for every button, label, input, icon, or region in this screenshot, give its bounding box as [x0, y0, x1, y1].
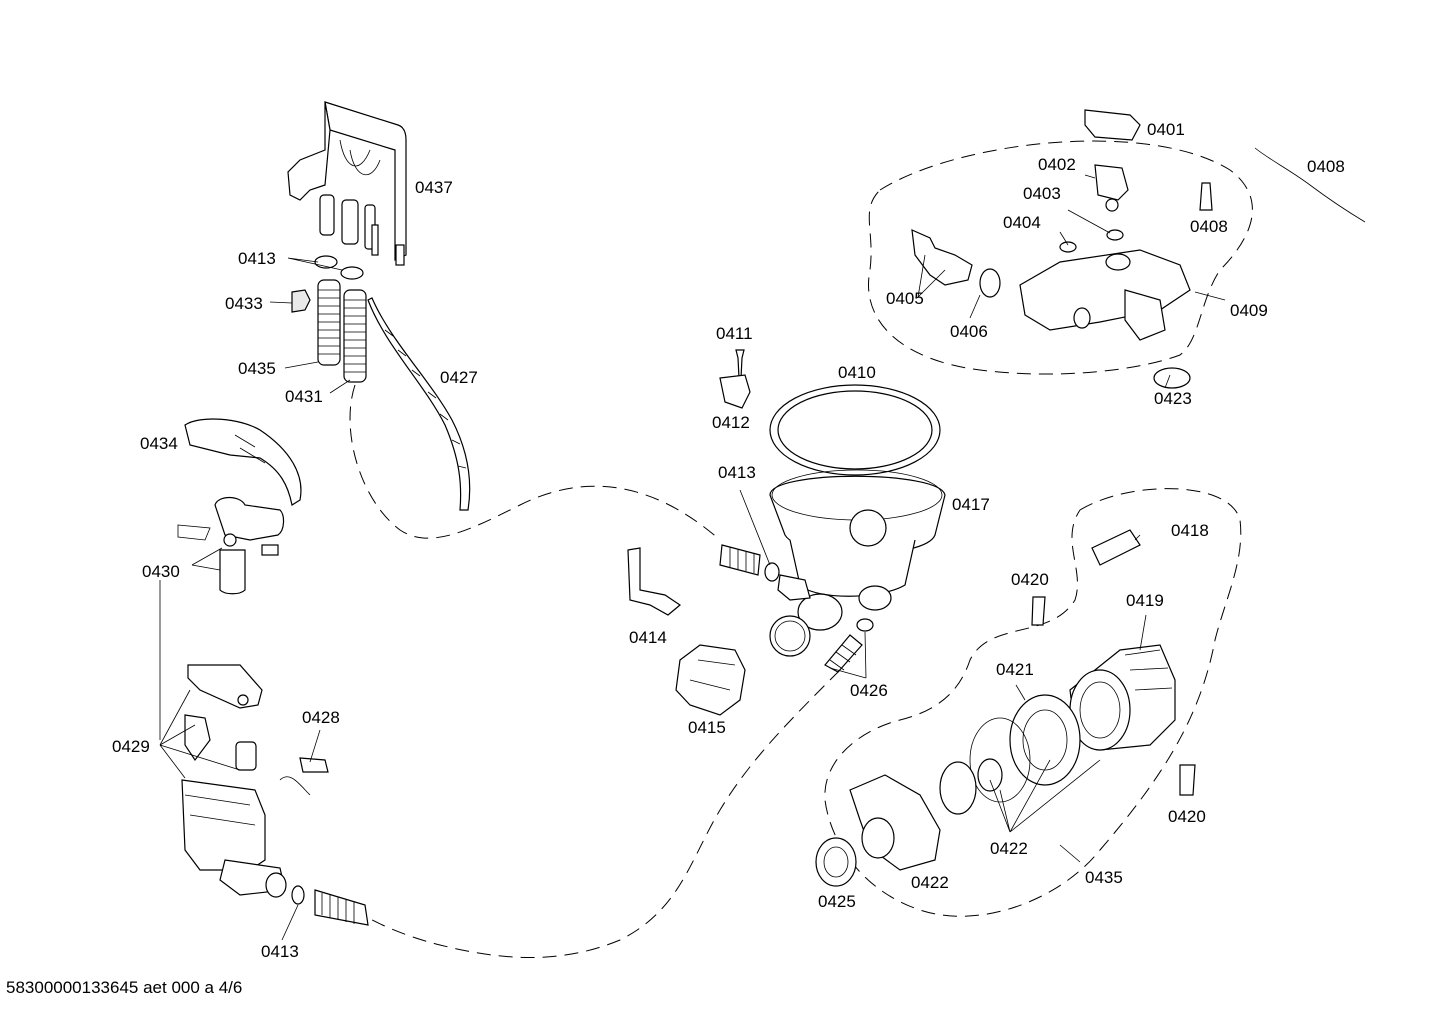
dashed-outline-valve-group — [868, 140, 1253, 375]
label-0430: 0430 — [142, 562, 180, 581]
leader-lines — [159, 174, 1226, 941]
part-pump-group-drawing — [815, 529, 1196, 887]
label-0404: 0404 — [1003, 213, 1041, 232]
label-0433: 0433 — [225, 294, 263, 313]
label-0405: 0405 — [886, 289, 924, 308]
part-small-centre-drawing — [627, 349, 751, 716]
label-0435-pump: 0435 — [1085, 868, 1123, 887]
label-0410: 0410 — [838, 363, 876, 382]
label-0435-hose: 0435 — [238, 359, 276, 378]
label-0413-centre: 0413 — [718, 463, 756, 482]
label-0427: 0427 — [440, 368, 478, 387]
label-0429: 0429 — [112, 737, 150, 756]
part-0429-drawing — [181, 664, 369, 926]
label-0402: 0402 — [1038, 155, 1076, 174]
label-0421: 0421 — [996, 660, 1034, 679]
label-0408-clip: 0408 — [1190, 217, 1228, 236]
label-0420-top: 0420 — [1011, 570, 1049, 589]
label-0414: 0414 — [629, 628, 667, 647]
label-0413-bottom: 0413 — [261, 942, 299, 961]
label-0431: 0431 — [285, 387, 323, 406]
label-0437: 0437 — [415, 178, 453, 197]
label-0426: 0426 — [850, 681, 888, 700]
label-0409: 0409 — [1230, 301, 1268, 320]
part-hoses-left-top-drawing — [291, 255, 471, 511]
part-0437-drawing — [287, 101, 407, 266]
label-0411: 0411 — [716, 324, 753, 343]
label-0423: 0423 — [1154, 389, 1192, 408]
label-0412: 0412 — [712, 413, 750, 432]
label-0422-housing: 0422 — [911, 873, 949, 892]
part-0430-drawing — [177, 496, 285, 595]
label-0418: 0418 — [1171, 521, 1209, 540]
dashed-hose-path — [349, 384, 721, 541]
label-0417: 0417 — [952, 495, 990, 514]
label-0428: 0428 — [302, 708, 340, 727]
label-0434: 0434 — [140, 434, 178, 453]
dashed-hose-path-lower — [354, 669, 841, 958]
part-0434-drawing — [184, 418, 302, 506]
label-0403: 0403 — [1023, 184, 1061, 203]
label-0401: 0401 — [1147, 120, 1185, 139]
label-0422-leaders: 0422 — [990, 839, 1028, 858]
dashed-outline-pump-group — [824, 488, 1242, 917]
part-labels: 0401 0402 0403 0404 0405 0406 0408 0408 … — [112, 120, 1345, 961]
part-0410-0417-drawing — [769, 384, 946, 631]
label-0415: 0415 — [688, 718, 726, 737]
label-0425: 0425 — [818, 892, 856, 911]
label-0408-wire: 0408 — [1307, 157, 1345, 176]
document-code: 58300000133645 aet 000 a 4/6 — [6, 978, 243, 997]
part-valve-group-drawing — [911, 109, 1366, 389]
label-0413-top: 0413 — [238, 249, 276, 268]
label-0419: 0419 — [1126, 591, 1164, 610]
label-0406: 0406 — [950, 322, 988, 341]
label-0420-right: 0420 — [1168, 807, 1206, 826]
part-centre-hoses-drawing — [719, 544, 874, 673]
